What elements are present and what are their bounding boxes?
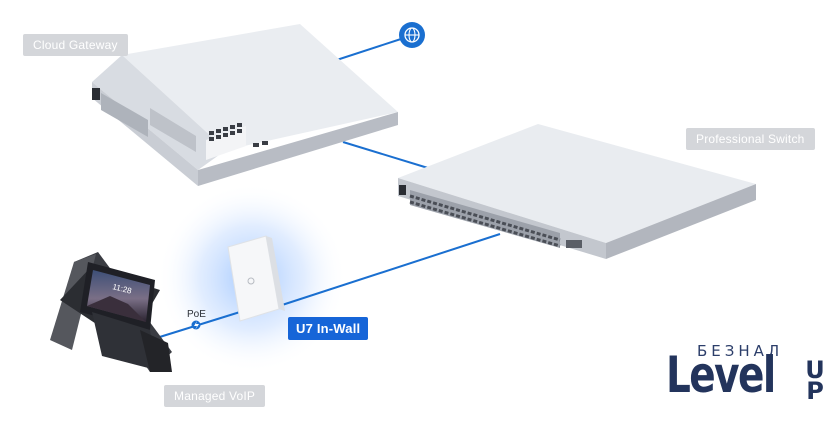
brand-logo-suffix: U P — [803, 356, 827, 405]
professional-switch-device — [398, 124, 756, 259]
u7-inwall-label: U7 In-Wall — [288, 317, 369, 340]
brand-logo-main-text: Level — [666, 346, 776, 404]
brand-logo-suffix-letter: P — [806, 376, 824, 405]
cable-gateway-switch — [342, 141, 429, 169]
globe-icon — [399, 22, 425, 48]
managed-voip-label: Managed VoIP — [164, 385, 266, 407]
professional-switch-label: Professional Switch — [686, 128, 815, 150]
voip-phone-device — [50, 252, 172, 372]
brand-logo: БЕЗНАЛ Level U P — [666, 342, 838, 414]
cloud-gateway-device — [92, 24, 398, 186]
cloud-gateway-label: Cloud Gateway — [23, 34, 128, 56]
brand-logo-suffix-letter: U — [805, 356, 825, 384]
poe-label: PoE — [187, 309, 206, 320]
u7-inwall-access-point — [227, 235, 285, 322]
cable-switch-accesspoint — [278, 233, 501, 307]
power-bolt-icon — [191, 320, 201, 330]
brand-logo-top-text: БЕЗНАЛ — [697, 342, 784, 360]
